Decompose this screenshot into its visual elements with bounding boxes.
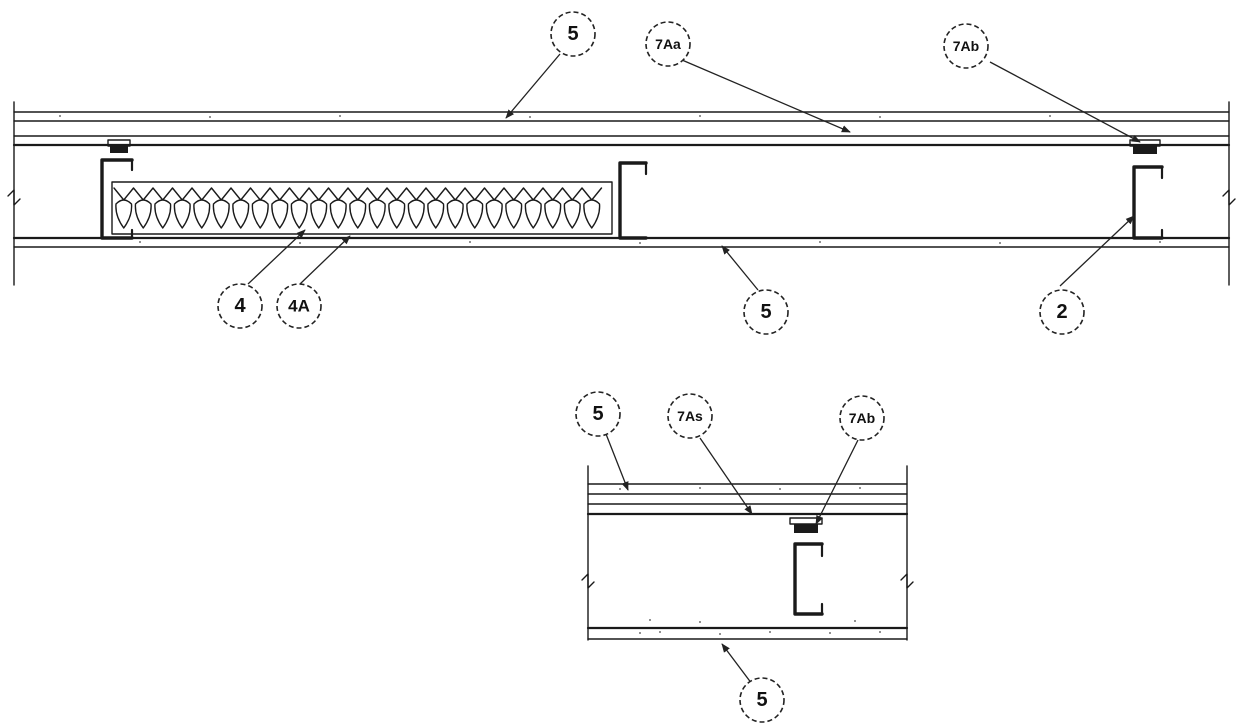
top-right-break-symbol <box>1222 189 1236 206</box>
callout-top-2: 2 <box>1039 289 1085 335</box>
bottom-left-break-symbol <box>581 573 595 589</box>
callout-bottom-7Ab: 7Ab <box>839 395 885 441</box>
callout-bottom-5-b: 5 <box>739 677 785 723</box>
callout-label: 5 <box>567 23 578 45</box>
callout-top-4: 4 <box>217 283 263 329</box>
middle-stud <box>618 161 648 240</box>
callout-top-5-b: 5 <box>743 289 789 335</box>
bottom-bottom-board-layers <box>586 626 909 640</box>
callout-label: 2 <box>1056 301 1067 323</box>
callout-top-7Ab: 7Ab <box>943 23 989 69</box>
callout-label: 5 <box>760 301 771 323</box>
callout-bottom-7As: 7As <box>667 393 713 439</box>
callout-top-7Aa: 7Aa <box>645 21 691 67</box>
callout-label: 4 <box>234 295 246 317</box>
bottom-right-break-symbol <box>900 573 914 589</box>
right-stud-with-clip <box>1129 139 1164 240</box>
callout-top-4A: 4A <box>276 283 322 329</box>
callout-label: 7Aa <box>655 36 681 52</box>
callout-label: 7As <box>677 408 703 424</box>
callout-label: 4A <box>288 297 310 316</box>
callout-bottom-5-a: 5 <box>575 391 621 437</box>
bottom-top-board-layers <box>586 483 909 516</box>
callout-label: 5 <box>592 403 603 425</box>
callout-label: 7Ab <box>849 410 875 426</box>
bottom-board-specks <box>619 487 881 635</box>
top-left-break-symbol <box>7 189 21 206</box>
top-leaders <box>247 53 1141 291</box>
top-gypsum-board-layers <box>12 111 1231 147</box>
left-stud-with-clip <box>100 139 134 240</box>
callout-top-5-a: 5 <box>550 11 596 57</box>
top-section: 5 7Aa 7Ab 4 4A 5 2 <box>7 11 1236 335</box>
insulation-batt <box>111 181 613 235</box>
bottom-stud-with-clip <box>789 517 824 616</box>
callout-label: 7Ab <box>953 38 979 54</box>
insulation-loop-pattern <box>113 187 603 229</box>
bottom-section: 5 7As 7Ab 5 <box>575 391 914 723</box>
bottom-leaders <box>605 433 859 685</box>
callout-label: 5 <box>756 689 767 711</box>
board-texture-specks <box>59 115 1161 244</box>
